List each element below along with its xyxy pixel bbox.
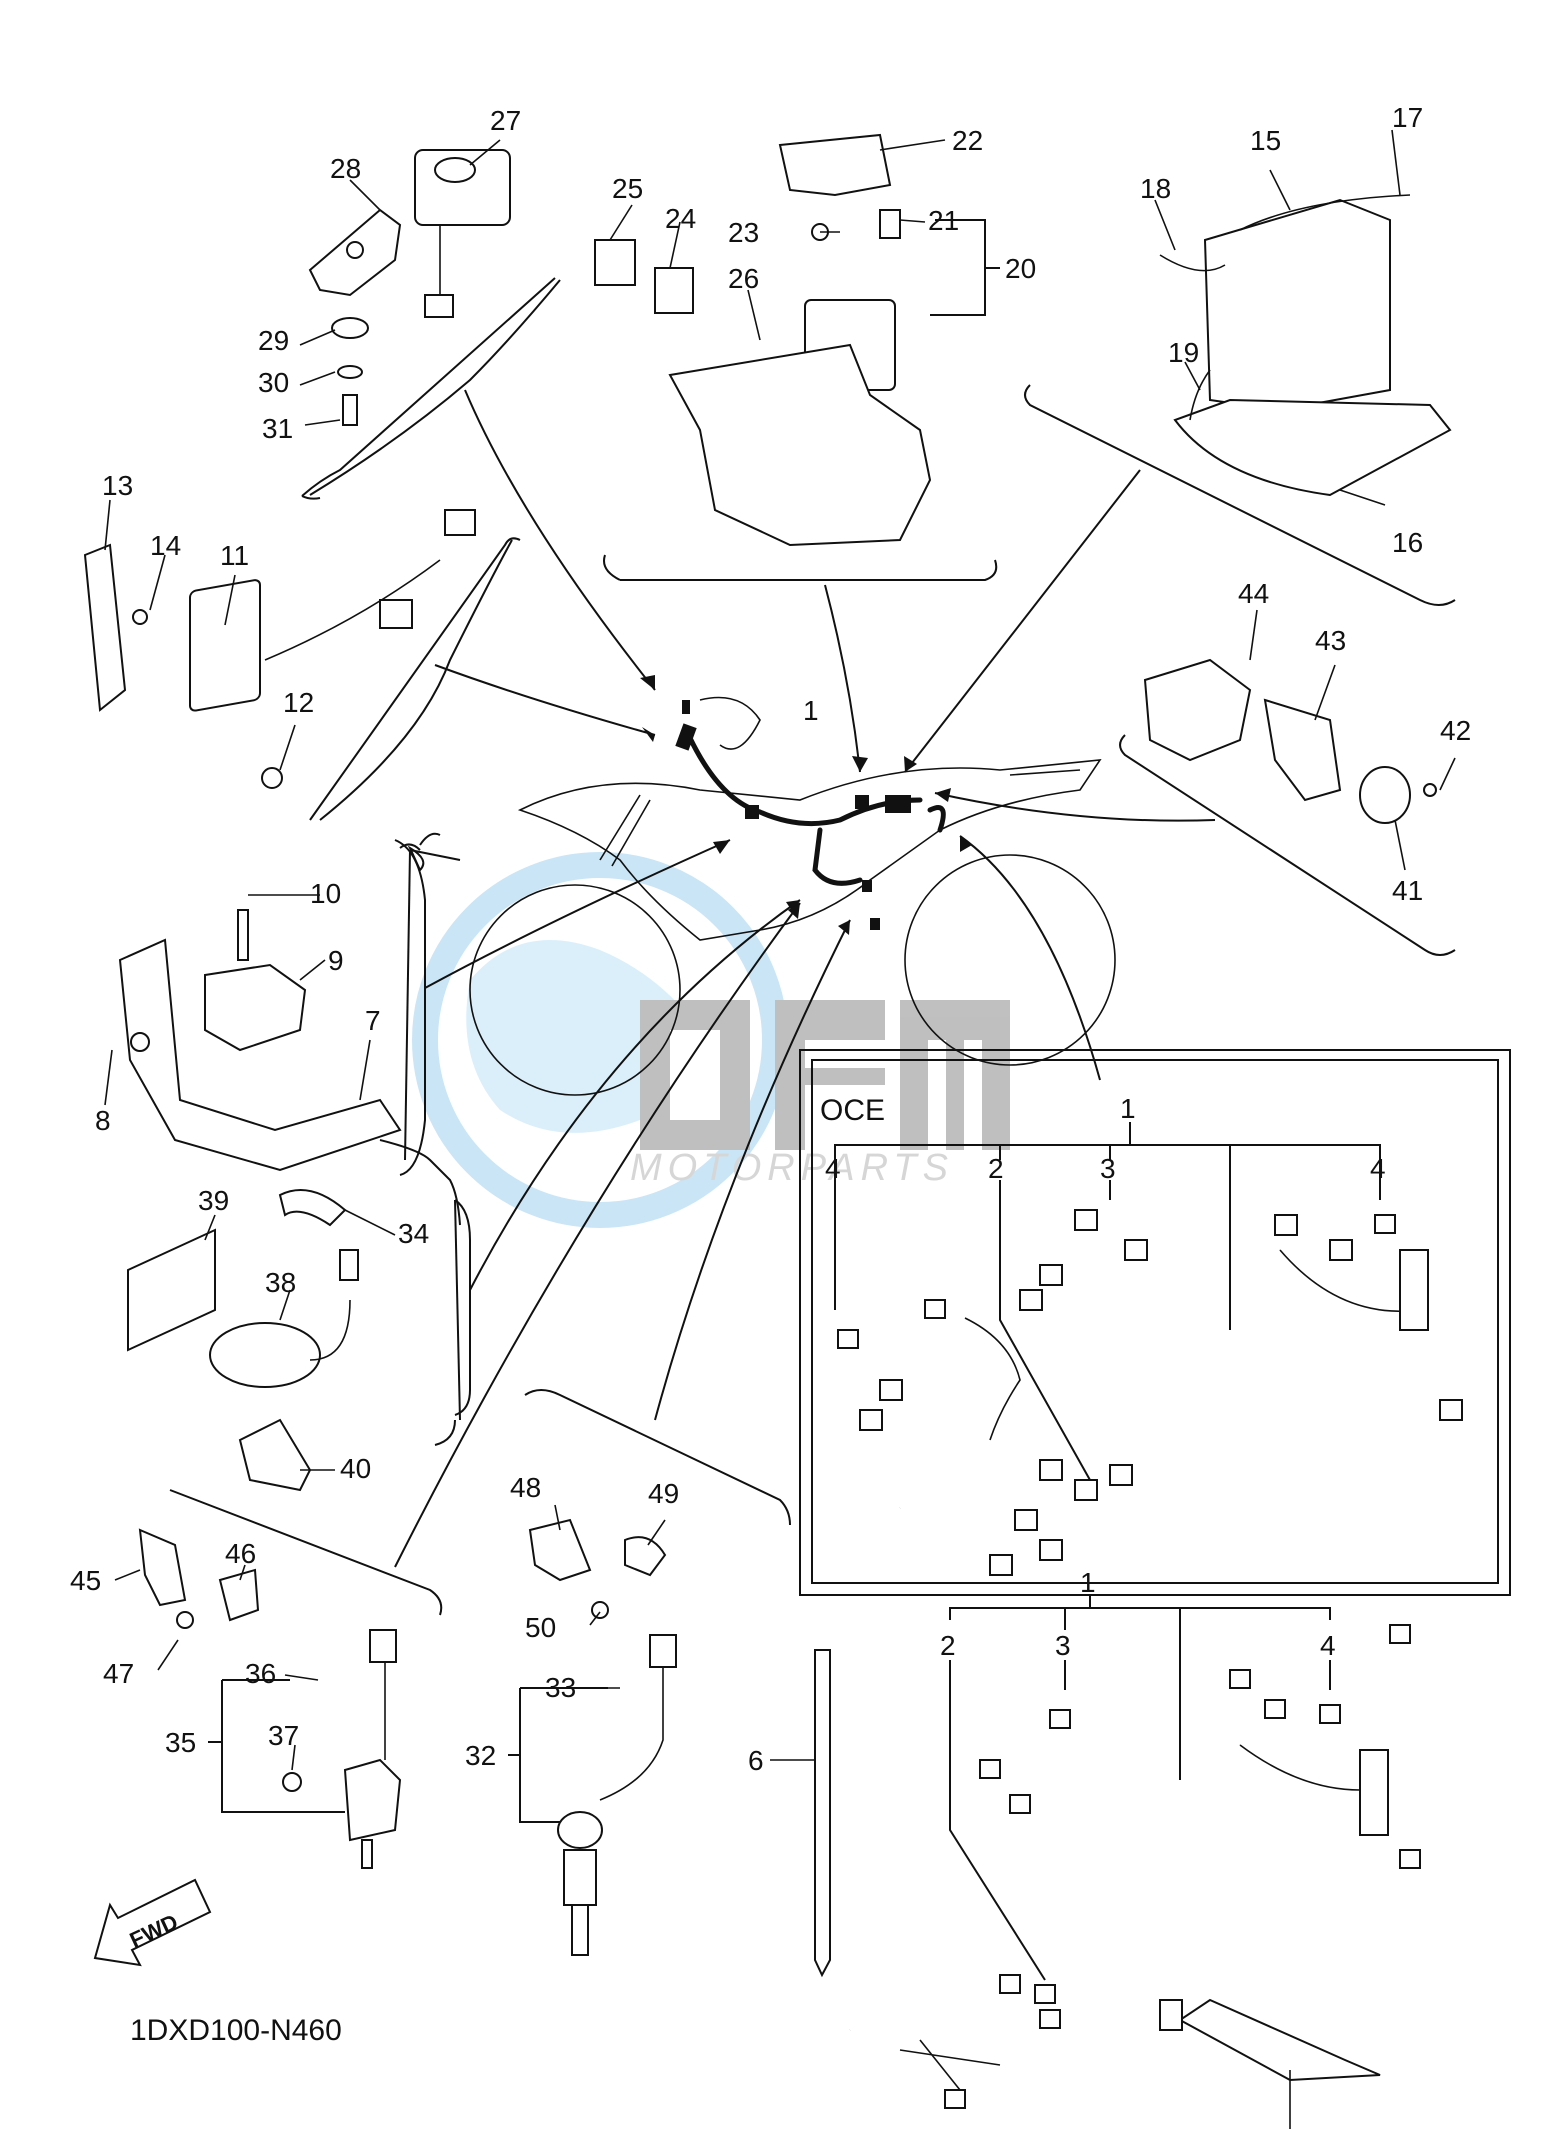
callout-11: 11 bbox=[220, 540, 249, 571]
callout-40: 40 bbox=[340, 1453, 371, 1484]
callout-48: 48 bbox=[510, 1472, 541, 1503]
group-battery bbox=[1159, 194, 1452, 497]
callout-45: 45 bbox=[70, 1565, 101, 1596]
callout-14: 14 bbox=[150, 530, 181, 561]
callout-10: 10 bbox=[310, 878, 341, 909]
group-regulator bbox=[83, 509, 513, 821]
callout-12: 12 bbox=[283, 687, 314, 718]
std-callout-1: 1 bbox=[1080, 1567, 1096, 1598]
group-relay-bracket bbox=[308, 149, 561, 496]
callout-38: 38 bbox=[265, 1267, 296, 1298]
group-starter-relay bbox=[594, 133, 932, 547]
watermark-sub: MOTORPARTS bbox=[630, 1147, 954, 1189]
callout-30: 30 bbox=[258, 367, 289, 398]
callout-43: 43 bbox=[1315, 625, 1346, 656]
callout-1: 1 bbox=[803, 695, 819, 726]
cable-tie bbox=[814, 1649, 831, 1978]
callout-23: 23 bbox=[728, 217, 759, 248]
watermark: MOTORPARTS bbox=[412, 852, 1010, 1228]
callout-47: 47 bbox=[103, 1658, 134, 1689]
group-lower-center-switch bbox=[528, 1518, 677, 1956]
section-lines bbox=[169, 277, 1456, 1616]
callout-26: 26 bbox=[728, 263, 759, 294]
oce-callout-2: 2 bbox=[988, 1153, 1004, 1184]
oce-callout-4a: 4 bbox=[825, 1153, 841, 1184]
main-harness bbox=[675, 696, 946, 930]
callout-6: 6 bbox=[748, 1745, 764, 1776]
callout-50: 50 bbox=[525, 1612, 556, 1643]
callout-36: 36 bbox=[245, 1658, 276, 1689]
callout-21: 21 bbox=[928, 205, 959, 236]
group-lower-left-switch bbox=[138, 1528, 402, 1869]
group-sensor-bracket bbox=[118, 909, 402, 1172]
callout-39: 39 bbox=[198, 1185, 229, 1216]
section-bracket-left bbox=[394, 839, 426, 1176]
callout-13: 13 bbox=[102, 470, 133, 501]
oce-callout-4b: 4 bbox=[1370, 1153, 1386, 1184]
callout-37: 37 bbox=[268, 1720, 299, 1751]
callout-46: 46 bbox=[225, 1538, 256, 1569]
callout-17: 17 bbox=[1392, 102, 1423, 133]
callout-18: 18 bbox=[1140, 173, 1171, 204]
section-bracket-ignition bbox=[454, 1199, 471, 1416]
oce-callout-lines bbox=[834, 1122, 1381, 1481]
callout-27: 27 bbox=[490, 105, 521, 136]
callout-25: 25 bbox=[612, 173, 643, 204]
std-callout-lines bbox=[949, 1595, 1331, 1981]
callout-8: 8 bbox=[95, 1105, 111, 1136]
group-condenser bbox=[127, 1189, 359, 1492]
pointer-lines bbox=[394, 389, 1216, 1568]
fwd-arrow-icon: FWD bbox=[93, 1878, 212, 1967]
group-brackets bbox=[208, 219, 1000, 1823]
callout-28: 28 bbox=[330, 153, 361, 184]
group-sensor-right bbox=[1143, 658, 1437, 824]
callout-31: 31 bbox=[262, 413, 293, 444]
leader-lines bbox=[104, 129, 1456, 2129]
std-callout-2: 2 bbox=[940, 1630, 956, 1661]
diagram-code: 1DXD100-N460 bbox=[130, 2014, 342, 2047]
callout-41: 41 bbox=[1392, 875, 1423, 906]
callout-15: 15 bbox=[1250, 125, 1281, 156]
callout-9: 9 bbox=[328, 945, 344, 976]
callout-33: 33 bbox=[545, 1672, 576, 1703]
oce-label: OCE bbox=[820, 1094, 885, 1127]
oce-callout-1: 1 bbox=[1120, 1093, 1136, 1124]
motorcycle-outline bbox=[469, 759, 1116, 1096]
std-callout-4: 4 bbox=[1320, 1630, 1336, 1661]
callout-29: 29 bbox=[258, 325, 289, 356]
callout-22: 22 bbox=[952, 125, 983, 156]
callout-24: 24 bbox=[665, 203, 696, 234]
callout-19: 19 bbox=[1168, 337, 1199, 368]
harness-standard bbox=[844, 1624, 1421, 2109]
callout-35: 35 bbox=[165, 1727, 196, 1758]
callout-7: 7 bbox=[365, 1005, 381, 1036]
oce-box: OCE bbox=[799, 1049, 1511, 1596]
std-callout-3: 3 bbox=[1055, 1630, 1071, 1661]
callout-44: 44 bbox=[1238, 578, 1269, 609]
callout-42: 42 bbox=[1440, 715, 1471, 746]
callout-32: 32 bbox=[465, 1740, 496, 1771]
callout-numbers: 1 5 6 7 8 9 10 11 12 13 14 15 16 17 18 1… bbox=[70, 102, 1471, 1776]
arrowheads bbox=[640, 675, 972, 935]
callout-34: 34 bbox=[398, 1218, 429, 1249]
callout-49: 49 bbox=[648, 1478, 679, 1509]
oce-callout-3: 3 bbox=[1100, 1153, 1116, 1184]
callout-20: 20 bbox=[1005, 253, 1036, 284]
callout-16: 16 bbox=[1392, 527, 1423, 558]
